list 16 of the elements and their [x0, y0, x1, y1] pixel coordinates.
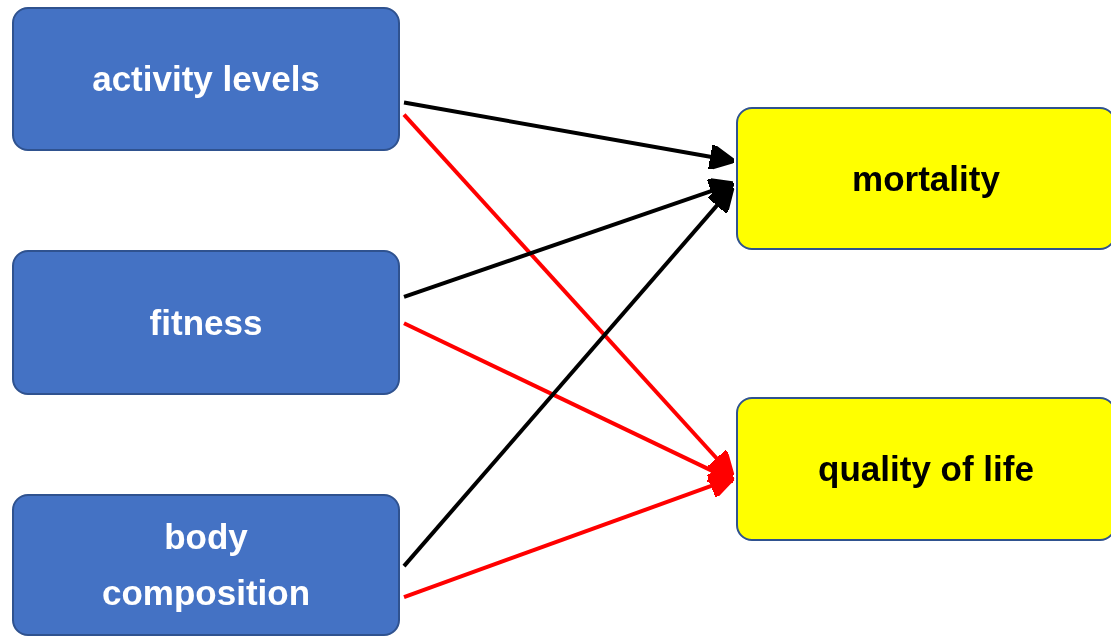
arrow	[403, 472, 736, 599]
process-box	[736, 107, 1111, 250]
box-label: quality of life	[818, 448, 1034, 490]
box-label: mortality	[852, 157, 1000, 200]
box-label: activity levels	[92, 58, 320, 100]
arrow	[402, 185, 735, 568]
process-box	[12, 250, 400, 395]
arrow	[403, 100, 736, 171]
arrow	[403, 321, 736, 484]
process-box	[12, 7, 400, 151]
process-box	[736, 397, 1111, 541]
box-label: fitness	[149, 301, 263, 344]
arrow	[403, 177, 736, 299]
process-box	[12, 494, 400, 636]
arrow	[402, 113, 735, 478]
box-label: body composition	[100, 516, 312, 614]
